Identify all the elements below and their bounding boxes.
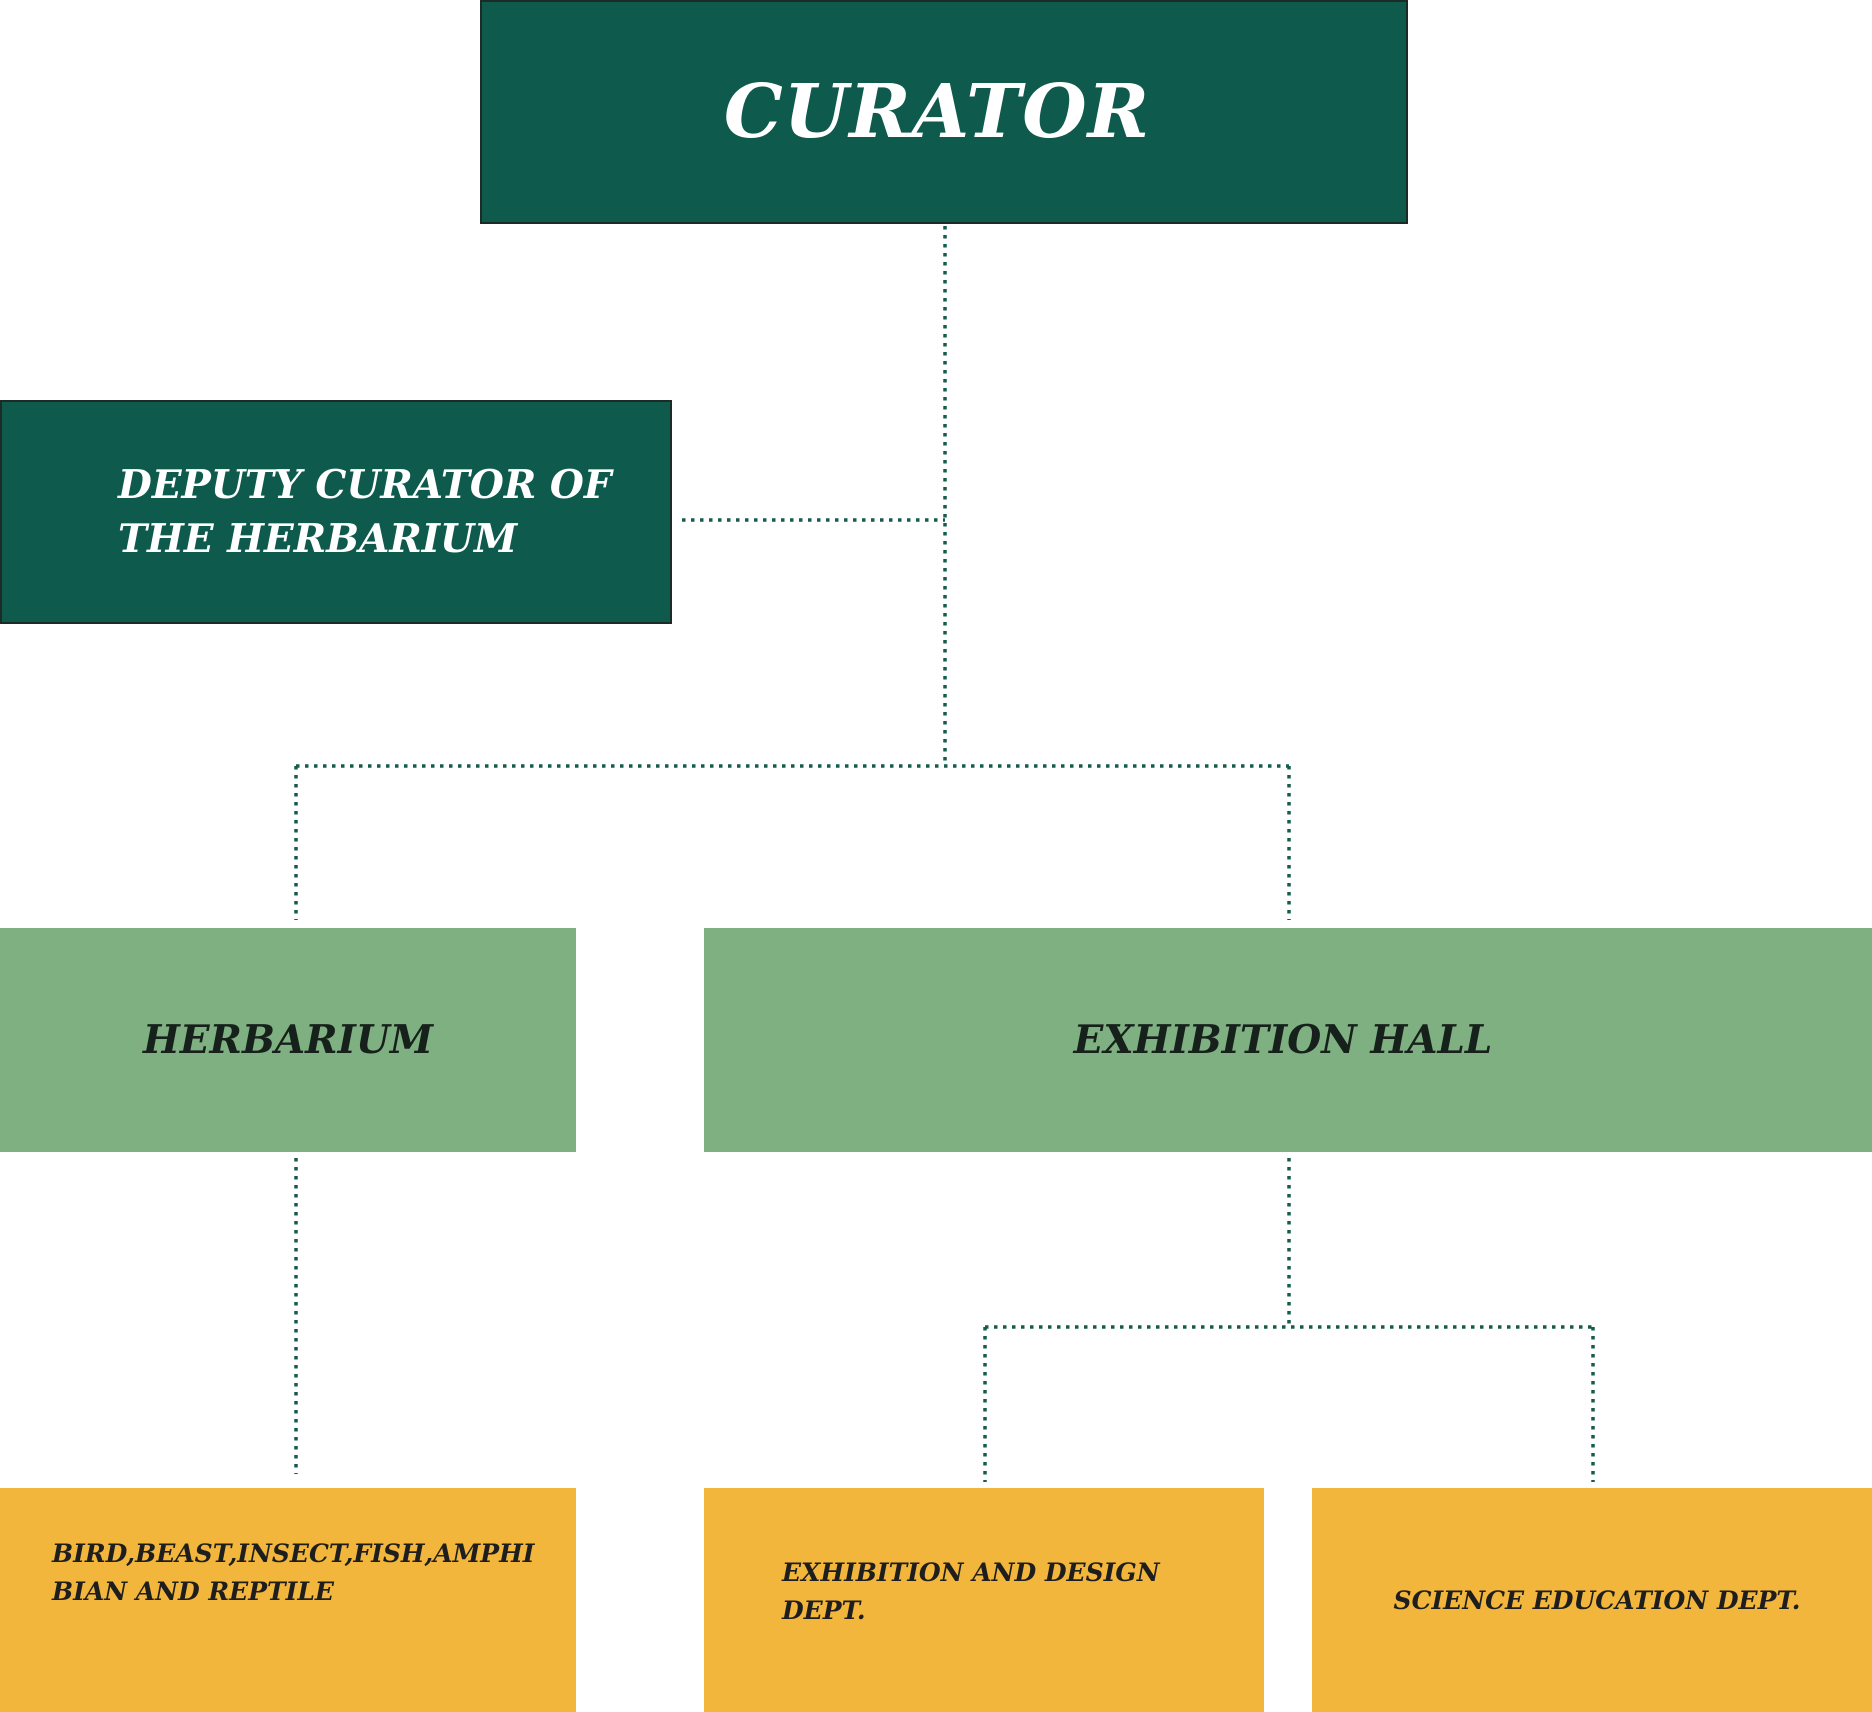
herbarium-node: HERBARIUM xyxy=(0,928,576,1152)
science-education-dept-node: SCIENCE EDUCATION DEPT. xyxy=(1312,1488,1872,1712)
herbarium-label: HERBARIUM xyxy=(142,1017,434,1063)
exhibition-hall-node: EXHIBITION HALL xyxy=(704,928,1872,1152)
exhibition-design-dept-label: EXHIBITION AND DESIGN DEPT. xyxy=(782,1558,1160,1625)
deputy-curator-label: DEPUTY CURATOR OF THE HERBARIUM xyxy=(118,462,612,562)
curator-node: CURATOR xyxy=(480,0,1408,224)
science-education-dept-label: SCIENCE EDUCATION DEPT. xyxy=(1393,1585,1801,1615)
animals-dept-label: BIRD,BEAST,INSECT,FISH,AMPHIBIAN AND REP… xyxy=(52,1539,535,1606)
exhibition-design-dept-node: EXHIBITION AND DESIGN DEPT. xyxy=(704,1488,1264,1712)
animals-dept-node: BIRD,BEAST,INSECT,FISH,AMPHIBIAN AND REP… xyxy=(0,1488,576,1712)
curator-label: CURATOR xyxy=(723,69,1151,155)
exhibition-hall-label: EXHIBITION HALL xyxy=(1073,1017,1493,1063)
deputy-curator-node: DEPUTY CURATOR OF THE HERBARIUM xyxy=(0,400,672,624)
